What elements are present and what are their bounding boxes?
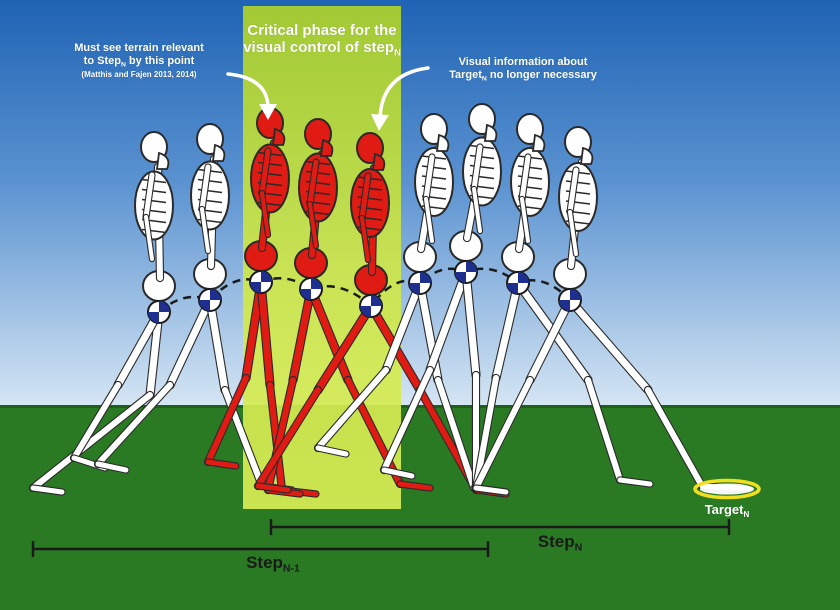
target-label: TargetN bbox=[690, 503, 764, 518]
hip-joint-marker-icon bbox=[300, 278, 322, 300]
hip-joint-marker-icon bbox=[559, 289, 581, 311]
hip-joint-marker-icon bbox=[199, 289, 221, 311]
step-n-minus-1-label: StepN-1 bbox=[218, 553, 328, 573]
hip-joint-marker-icon bbox=[507, 272, 529, 294]
ground-horizon-line bbox=[0, 405, 840, 408]
visual-info-line2: TargetN no longer necessary bbox=[428, 69, 618, 82]
critical-phase-title: Critical phase for the visual control of… bbox=[243, 22, 401, 57]
citation: (Matthis and Fajen 2013, 2014) bbox=[44, 70, 234, 79]
visual-info-annotation: Visual information about TargetN no long… bbox=[428, 56, 618, 81]
critical-phase-line2: visual control of stepN bbox=[243, 39, 401, 56]
critical-phase-line1: Critical phase for the bbox=[243, 22, 401, 39]
hip-joint-marker-icon bbox=[455, 261, 477, 283]
visual-info-line1: Visual information about bbox=[428, 56, 618, 69]
hip-joint-marker-icon bbox=[250, 271, 272, 293]
hip-joint-marker-icon bbox=[360, 295, 382, 317]
hip-joint-marker-icon bbox=[409, 272, 431, 294]
must-see-line2: to StepN by this point bbox=[44, 55, 234, 68]
step-n-label: StepN bbox=[520, 532, 600, 552]
must-see-line1: Must see terrain relevant bbox=[44, 42, 234, 55]
must-see-annotation: Must see terrain relevant to StepN by th… bbox=[44, 42, 234, 79]
hip-joint-marker-icon bbox=[148, 301, 170, 323]
target-fill bbox=[700, 484, 754, 495]
